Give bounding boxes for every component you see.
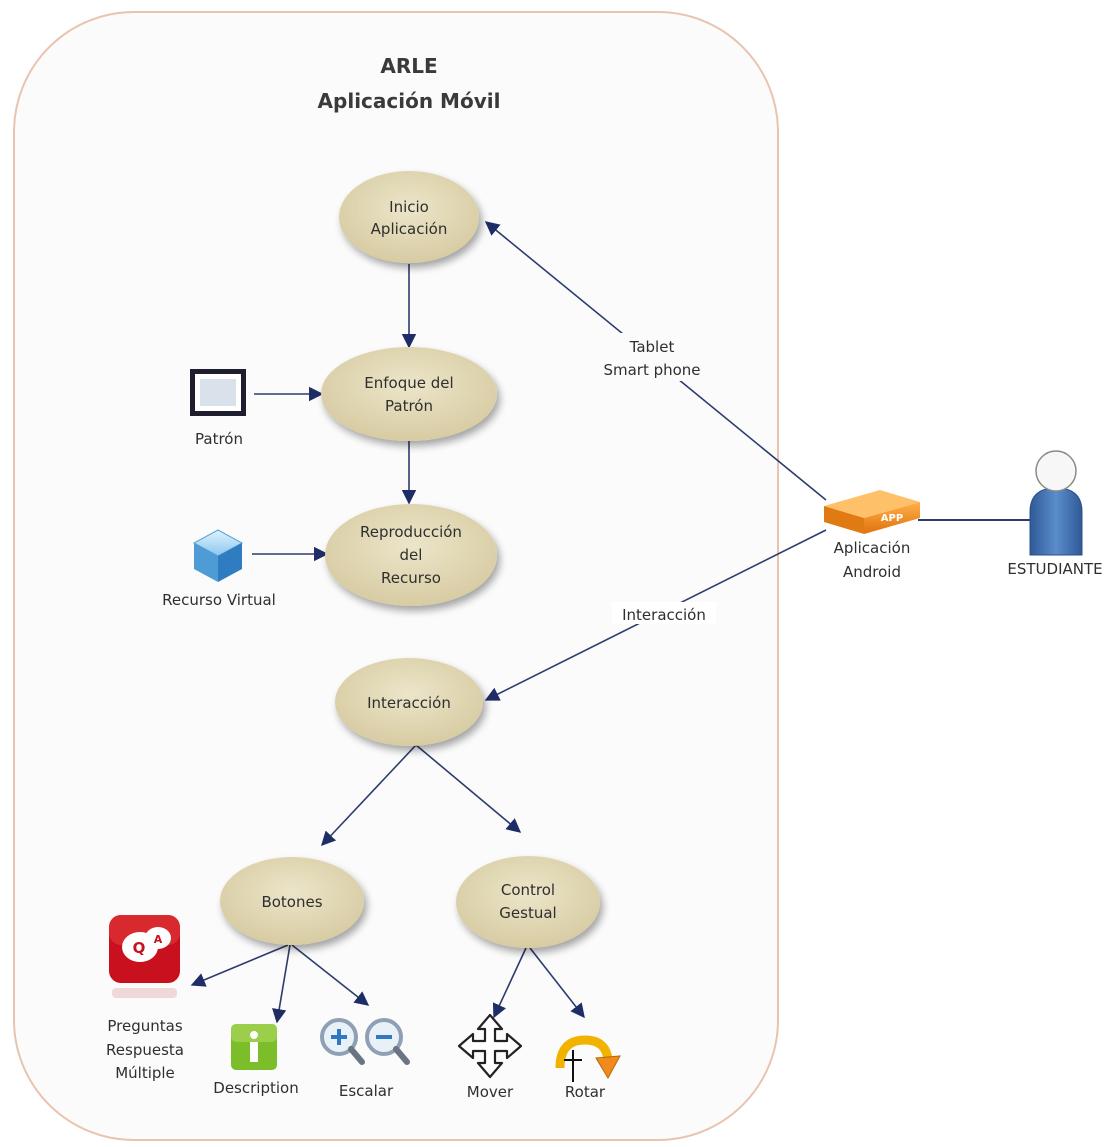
node-reproduccion[interactable] xyxy=(325,504,497,606)
svg-text:A: A xyxy=(154,933,163,946)
node-botones-label: Botones xyxy=(261,893,322,911)
app-label-line1: Aplicación xyxy=(834,539,911,557)
node-enfoque-line2: Patrón xyxy=(385,397,433,415)
node-reproduccion-line2: del xyxy=(400,546,423,564)
preguntas-line3: Múltiple xyxy=(115,1064,175,1082)
edge-label-interaccion: Interacción xyxy=(622,606,706,624)
preguntas-line1: Preguntas xyxy=(107,1017,182,1035)
node-inicio-line2: Aplicación xyxy=(371,220,448,238)
diagram-title-line1: ARLE xyxy=(380,54,437,78)
mover-label: Mover xyxy=(467,1083,514,1101)
info-icon xyxy=(231,1024,277,1070)
edge-interaccion-botones xyxy=(321,744,417,847)
edge-control-mover xyxy=(492,947,527,1019)
recurso-label: Recurso Virtual xyxy=(162,591,276,609)
svg-text:Q: Q xyxy=(133,939,146,957)
zoom-icon xyxy=(320,1018,410,1065)
description-label: Description xyxy=(213,1079,298,1097)
node-inicio[interactable] xyxy=(339,171,479,263)
edge-label-tablet: Tablet xyxy=(629,338,675,356)
escalar-label: Escalar xyxy=(339,1082,394,1100)
node-control-line2: Gestual xyxy=(499,904,556,922)
node-interaccion-label: Interacción xyxy=(367,694,451,712)
node-botones[interactable] xyxy=(220,857,364,945)
edge-botones-description xyxy=(272,944,291,1024)
cube-icon xyxy=(192,529,244,582)
node-control-line1: Control xyxy=(501,881,555,899)
preguntas-line2: Respuesta xyxy=(106,1041,184,1059)
edge-botones-preguntas xyxy=(190,944,289,987)
app-label-line2: Android xyxy=(843,563,901,581)
node-enfoque-line1: Enfoque del xyxy=(364,374,453,392)
move-arrows-icon xyxy=(457,1013,523,1079)
pattern-frame-icon xyxy=(190,369,246,416)
rotate-icon xyxy=(555,1035,621,1082)
node-enfoque[interactable] xyxy=(321,347,497,441)
diagram-title-line2: Aplicación Móvil xyxy=(318,89,501,113)
edge-botones-escalar xyxy=(291,944,370,1006)
node-interaccion[interactable] xyxy=(335,658,483,746)
student-label: ESTUDIANTE xyxy=(1007,560,1102,578)
node-inicio-line1: Inicio xyxy=(389,198,429,216)
patron-label: Patrón xyxy=(195,430,243,448)
app-box-icon: APP xyxy=(824,490,920,534)
edge-interaccion-control xyxy=(415,744,522,833)
app-badge: APP xyxy=(881,513,903,524)
edge-label-smartphone: Smart phone xyxy=(603,361,700,379)
node-reproduccion-line1: Reproducción xyxy=(360,523,462,541)
rotar-label: Rotar xyxy=(565,1083,606,1101)
node-control[interactable] xyxy=(456,856,600,948)
student-actor-icon xyxy=(1029,450,1083,556)
node-reproduccion-line3: Recurso xyxy=(381,569,441,587)
qa-icon: Q A xyxy=(109,915,180,998)
edge-control-rotar xyxy=(529,947,585,1019)
